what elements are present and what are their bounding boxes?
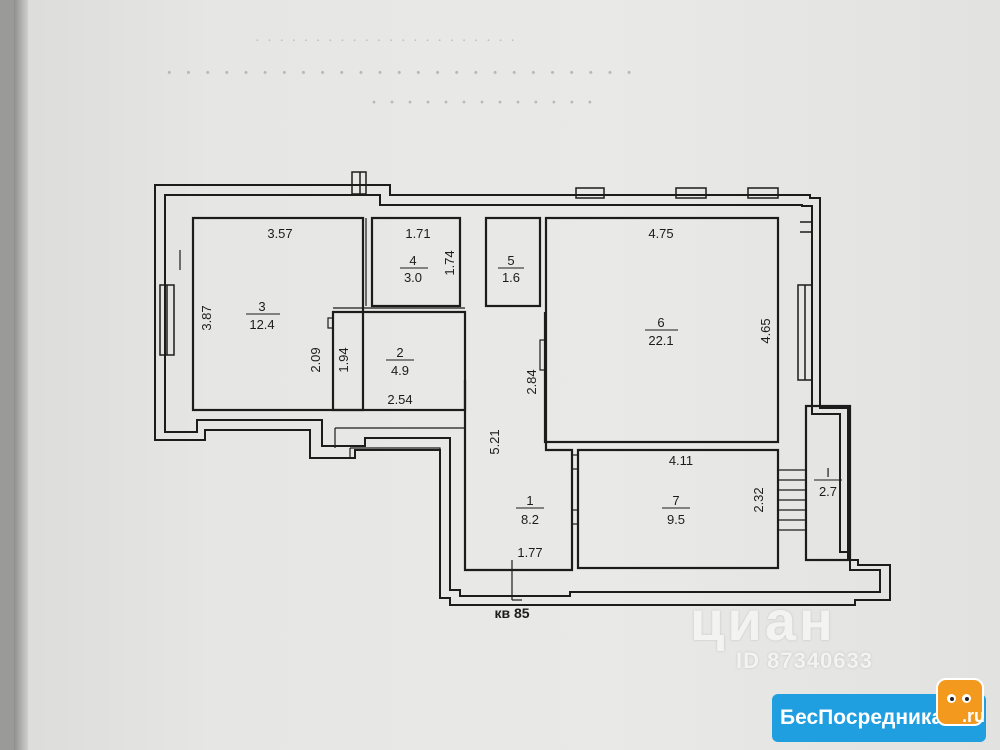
svg-text:2: 2 (396, 345, 403, 360)
svg-text:3.0: 3.0 (404, 270, 422, 285)
badge-domain: .ru (962, 706, 986, 726)
svg-text:2.7: 2.7 (819, 484, 837, 499)
room-label-1: 1 8.2 (516, 493, 544, 527)
room-label-6: 6 22.1 (645, 315, 678, 348)
svg-text:3: 3 (258, 299, 265, 314)
outer-wall-inner (164, 194, 881, 597)
room-label-4: 4 3.0 (400, 253, 428, 285)
room-4-outline (370, 216, 462, 308)
svg-text:22.1: 22.1 (648, 333, 673, 348)
svg-text:5: 5 (507, 253, 514, 268)
svg-text:I: I (826, 465, 830, 480)
badge-text: БесПосредника (780, 706, 944, 729)
svg-text:12.4: 12.4 (249, 317, 274, 332)
room-7-outline (576, 448, 780, 570)
room-label-I: I 2.7 (814, 465, 842, 499)
dim-room7-height: 2.32 (751, 487, 766, 512)
mascot-icon (936, 678, 984, 726)
room-label-5: 5 1.6 (498, 253, 524, 285)
svg-text:1.6: 1.6 (502, 270, 520, 285)
faded-header-line-3: · · · · · · · · · · · · · (370, 90, 596, 116)
apartment-label: кв 85 (494, 605, 529, 621)
svg-text:4: 4 (409, 253, 416, 268)
cian-watermark: циан (690, 589, 836, 652)
svg-text:6: 6 (657, 315, 664, 330)
svg-text:8.2: 8.2 (521, 512, 539, 527)
faded-header-line-2: · · · · · · · · · · · · · · · · · · · · … (165, 58, 636, 87)
dim-room4-height: 1.74 (442, 250, 457, 275)
dim-room3-height: 3.87 (199, 305, 214, 330)
svg-text:4.9: 4.9 (391, 363, 409, 378)
room-I-outline (804, 404, 852, 562)
room-3-outline (191, 216, 365, 412)
dim-room2-height-a: 2.09 (308, 347, 323, 372)
dim-room2-width: 2.54 (387, 392, 412, 407)
dim-room4-width: 1.71 (405, 226, 430, 241)
svg-text:1: 1 (526, 493, 533, 508)
room-2-outline (331, 310, 467, 412)
outer-wall-outer (154, 184, 891, 606)
room-label-2: 2 4.9 (386, 345, 414, 378)
dim-room2-height-b: 1.94 (336, 347, 351, 372)
dim-room7-width: 4.11 (669, 453, 693, 468)
dim-room1-height: 5.21 (487, 429, 502, 454)
svg-text:7: 7 (672, 493, 679, 508)
dim-room6-width: 4.75 (648, 226, 673, 241)
faded-header-line-1: · · · · · · · · · · · · · · · · · · · · … (255, 34, 518, 49)
dim-room6-lower: 2.84 (524, 369, 539, 394)
paper-sheet (18, 0, 1000, 750)
room-label-3: 3 12.4 (246, 299, 280, 332)
dim-room3-width: 3.57 (267, 226, 292, 241)
listing-id-watermark: ID 87340633 (736, 648, 873, 673)
room-label-7: 7 9.5 (662, 493, 690, 527)
page-fold (14, 0, 28, 750)
room-1-outline (463, 312, 574, 572)
dim-room6-height: 4.65 (758, 318, 773, 343)
svg-text:9.5: 9.5 (667, 512, 685, 527)
dim-room1-width: 1.77 (517, 545, 542, 560)
